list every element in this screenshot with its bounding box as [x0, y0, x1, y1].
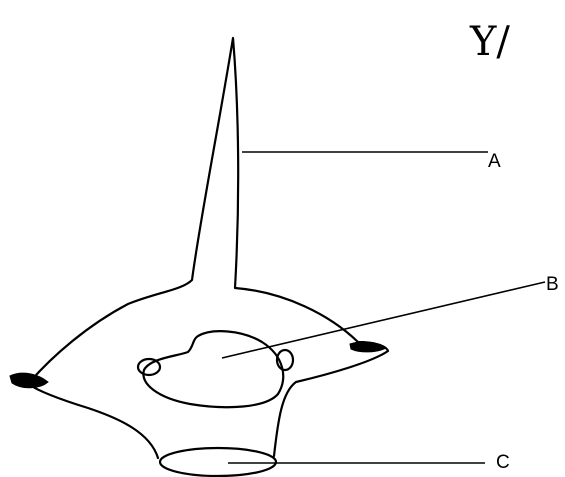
central-disc [142, 330, 285, 409]
right-small-lobe [275, 348, 295, 372]
body-outline [26, 36, 390, 460]
base-ellipse [158, 446, 278, 477]
corner-mark: Y/ [469, 19, 510, 65]
label-c: C [496, 452, 510, 473]
label-a: A [488, 151, 501, 172]
label-b: B [546, 274, 559, 295]
left-small-lobe [136, 357, 162, 377]
right-tip-marking [349, 341, 387, 353]
left-tip-marking [9, 372, 49, 389]
leader-line-b [221, 281, 546, 359]
